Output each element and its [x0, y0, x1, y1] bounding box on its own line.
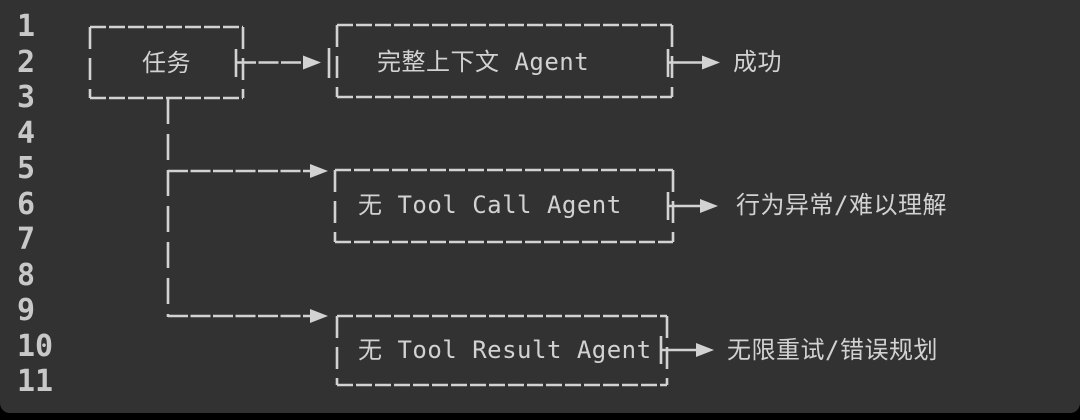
abnormal-outcome-label: 行为异常/难以理解	[736, 191, 947, 219]
line-number: 8	[17, 257, 36, 293]
arrow-no-tool-call-to-outcome	[666, 192, 718, 220]
arrow-full-context-to-success	[666, 49, 720, 77]
full-context-box-border	[335, 23, 674, 99]
line-number: 3	[17, 80, 36, 115]
line-number-gutter: 1 2 3 4 5 6 7 8 9 10 11	[17, 9, 53, 400]
line-number: 1	[17, 9, 36, 44]
line-number: 10	[17, 328, 54, 364]
line-number: 5	[17, 151, 36, 186]
line-number: 4	[17, 115, 36, 151]
arrow-no-tool-result-to-outcome	[659, 336, 714, 364]
line-number: 9	[17, 293, 36, 328]
line-number: 11	[17, 364, 54, 399]
no-tool-call-box-label: 无 Tool Call Agent	[358, 191, 622, 219]
line-number: 7	[17, 222, 36, 257]
retry-outcome-label: 无限重试/错误规划	[727, 336, 938, 364]
no-tool-result-box-label: 无 Tool Result Agent	[358, 336, 652, 364]
arrow-task-to-full-context	[234, 48, 331, 78]
line-number: 2	[17, 44, 36, 80]
task-box-label: 任务	[142, 49, 191, 77]
success-outcome-label: 成功	[733, 48, 782, 76]
line-number: 6	[17, 186, 36, 222]
branch-trunk	[166, 98, 328, 323]
full-context-box-label: 完整上下文 Agent	[377, 48, 590, 76]
